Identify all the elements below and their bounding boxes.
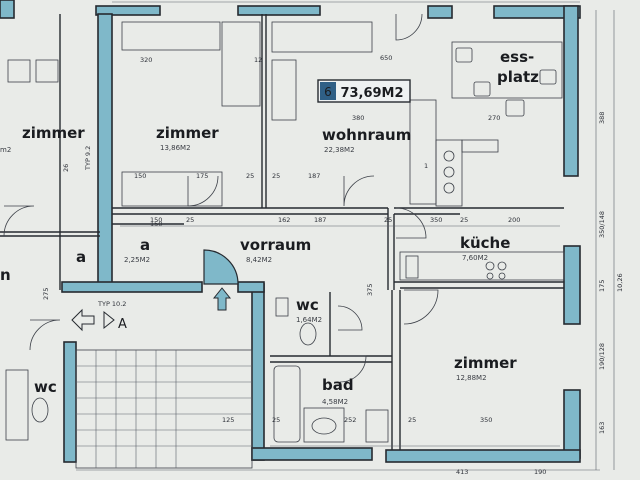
dimension-labels: 320 650 12 380 270 150 175 25 187 25 162… — [42, 54, 624, 476]
room-area-kueche: 7,60M2 — [462, 254, 488, 262]
dim-left-0: 26 — [62, 164, 70, 172]
dim-top-4: 270 — [488, 114, 500, 122]
room-area-a-small: 2,25M2 — [124, 256, 150, 264]
room-label-a-left: a — [76, 248, 86, 266]
room-area-wohnraum: 22,38M2 — [324, 146, 355, 154]
dim-right-3: 10,26 — [616, 273, 624, 292]
dim-inner-2: 25 — [246, 172, 254, 180]
interior-walls — [0, 14, 564, 450]
dim-inner-6: 1 — [424, 162, 428, 170]
room-label-kueche: küche — [460, 234, 510, 252]
dim-top-3: 380 — [352, 114, 364, 122]
entrance-door — [203, 249, 239, 285]
dim-right-4: 190/128 — [598, 343, 606, 370]
room-area-left-zimmer: m2 — [0, 146, 11, 154]
dim-mid-4: 25 — [460, 216, 468, 224]
room-label-zimmer-top: zimmer — [156, 124, 219, 142]
dim-lower-2: 25 — [272, 416, 280, 424]
dim-lower-7: 190 — [534, 468, 546, 476]
room-area-bad: 4,58M2 — [322, 398, 348, 406]
section-marker-icon — [103, 310, 115, 330]
furniture-lines — [5, 1, 615, 471]
dim-right-0: 388 — [598, 112, 606, 124]
dim-top-1: 650 — [380, 54, 392, 62]
dim-right-2: 175 — [598, 280, 606, 292]
markers: TYP 9.2 TYP 10.2 A — [84, 146, 127, 332]
apartment-tag: 6 73,69M2 — [317, 79, 411, 103]
room-label-fragment-n: n — [0, 266, 11, 284]
dim-mid-2: 187 — [314, 216, 326, 224]
room-label-essplatz-2: platz — [497, 68, 539, 86]
room-label-vorraum: vorraum — [240, 236, 311, 254]
entrance-arrow-icon — [212, 287, 232, 311]
dim-mid-0: 150 — [150, 220, 162, 228]
room-label-a-small: a — [140, 236, 150, 254]
room-label-zimmer-bottom: zimmer — [454, 354, 517, 372]
dim-top-0: 320 — [140, 56, 152, 64]
room-area-zimmer-top: 13,86M2 — [160, 144, 191, 152]
typ-marker-stair: TYP 10.2 — [97, 300, 126, 308]
dim-lower-0: 375 — [366, 284, 374, 296]
dim-left-1: 275 — [42, 288, 50, 300]
dim-inner-5: 162 — [278, 216, 290, 224]
room-area-zimmer-bottom: 12,88M2 — [456, 374, 487, 382]
room-area-vorraum: 8,42M2 — [246, 256, 272, 264]
dim-lower-1: 125 — [222, 416, 234, 424]
apartment-area: 73,69M2 — [340, 86, 403, 101]
room-labels: zimmer m2 zimmer 13,86M2 wohnraum 22,38M… — [0, 48, 539, 406]
stair-arrow-icon — [71, 308, 95, 332]
typ-marker-top: TYP 9.2 — [84, 146, 92, 171]
room-label-wc-center: wc — [296, 296, 319, 314]
section-marker-label: A — [118, 317, 127, 332]
door-swings — [3, 13, 439, 383]
dim-inner-0: 150 — [134, 172, 146, 180]
dim-mid-1: 25 — [186, 216, 194, 224]
dim-lower-6: 413 — [456, 468, 468, 476]
room-label-wohnraum: wohnraum — [322, 126, 411, 144]
dim-lower-3: 252 — [344, 416, 356, 424]
room-area-wc-center: 1,64M2 — [296, 316, 322, 324]
exterior-walls — [0, 0, 581, 463]
dim-right-5: 163 — [598, 422, 606, 434]
room-label-left-zimmer: zimmer — [22, 124, 85, 142]
dim-inner-1: 175 — [196, 172, 208, 180]
dim-inner-3: 187 — [308, 172, 320, 180]
dim-mid-6: 200 — [508, 216, 520, 224]
dim-inner-7: 150 — [150, 216, 162, 224]
dim-inner-4: 25 — [272, 172, 280, 180]
room-label-bad: bad — [322, 376, 354, 394]
room-label-essplatz-1: ess- — [500, 48, 534, 66]
dim-lower-5: 350 — [480, 416, 492, 424]
dim-right-1: 350/148 — [598, 211, 606, 238]
dim-lower-4: 25 — [408, 416, 416, 424]
dim-mid-3: 25 — [384, 216, 392, 224]
dim-mid-5: 350 — [430, 216, 442, 224]
apartment-number: 6 — [324, 85, 332, 99]
room-label-wc-left: wc — [34, 378, 57, 396]
dim-top-2: 12 — [254, 56, 262, 64]
